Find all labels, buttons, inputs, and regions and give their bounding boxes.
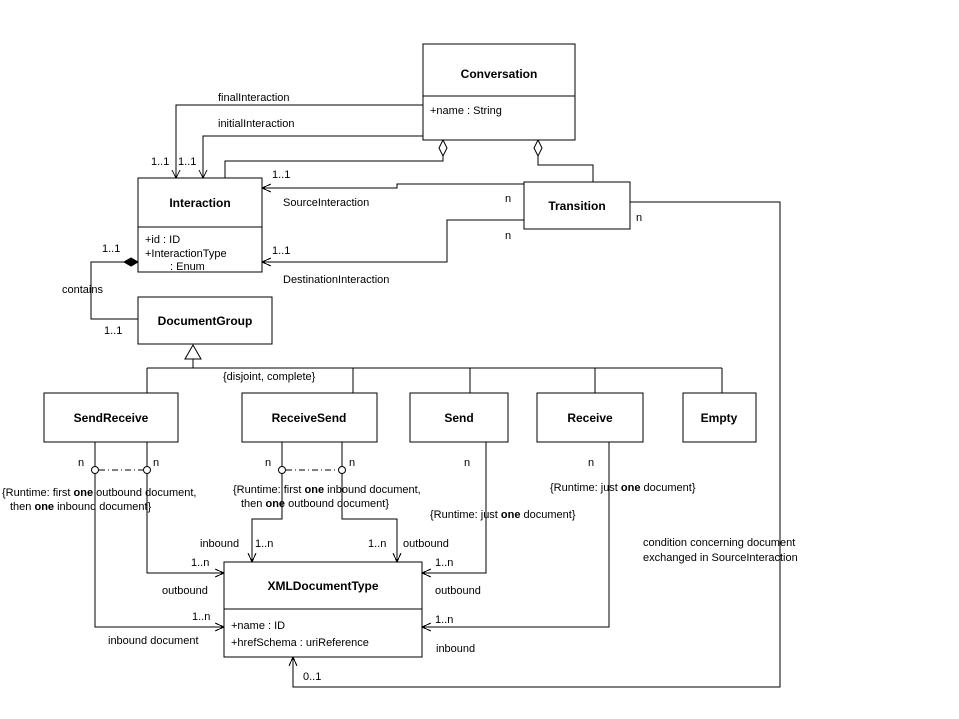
label-contains: contains	[62, 284, 103, 296]
class-interaction-box	[137, 177, 263, 273]
constraint-receive-just-one: {Runtime: just one document}	[550, 482, 696, 494]
multiplicity-contains-interaction-end: 1..1	[102, 243, 120, 255]
class-interaction-attribute-type: +InteractionType	[145, 248, 227, 260]
multiplicity-initial-interaction: 1..1	[178, 156, 196, 168]
association-initial-interaction	[198, 135, 423, 180]
class-receive-name: Receive	[567, 411, 613, 425]
multiplicity-destination-transition-end: n	[505, 230, 511, 242]
constraint-receivesend-line2: then one outbound document}	[241, 498, 389, 510]
class-empty: Empty	[682, 392, 757, 443]
class-interaction-attribute-type-cont: : Enum	[170, 261, 205, 273]
class-send-box	[409, 392, 509, 443]
association-source-interaction	[260, 183, 524, 193]
label-receivesend-outbound: outbound	[403, 538, 449, 550]
xor-circle-receivesend-left	[278, 466, 286, 474]
class-conversation-attribute: +name : String	[430, 105, 502, 117]
generalization-triangle-documentgroup	[184, 343, 202, 360]
label-send-outbound: outbound	[435, 585, 481, 597]
constraint-send-just-one: {Runtime: just one document}	[430, 509, 576, 521]
class-xmldocumenttype-attribute-href: +hrefSchema : uriReference	[231, 637, 369, 649]
constraint-sendreceive-line2: then one inbound document}	[10, 501, 152, 513]
composition-diamond-interaction	[122, 257, 140, 267]
label-sendreceive-inbound-document: inbound document	[108, 635, 199, 647]
class-xmldocumenttype: XMLDocumentType +name : ID +hrefSchema :…	[223, 561, 423, 658]
class-documentgroup: DocumentGroup	[137, 296, 273, 345]
constraint-sendreceive-line1: {Runtime: first one outbound document,	[2, 487, 196, 499]
multiplicity-sendreceive-left: n	[78, 457, 84, 469]
label-disjoint-complete: {disjoint, complete}	[223, 371, 316, 383]
multiplicity-contains-documentgroup-end: 1..1	[104, 325, 122, 337]
multiplicity-receive-inbound: 1..n	[435, 614, 453, 626]
class-interaction-name: Interaction	[169, 196, 230, 210]
class-conversation: Conversation +name : String	[422, 43, 576, 141]
aggregation-diamond-conversation-interaction	[438, 138, 448, 158]
multiplicity-sendreceive-inbound-document: 1..n	[192, 611, 210, 623]
multiplicity-destination-interaction: 1..1	[272, 245, 290, 257]
composition-interaction-documentgroup-line	[90, 261, 138, 320]
label-source-interaction: SourceInteraction	[283, 197, 369, 209]
class-conversation-name: Conversation	[461, 67, 538, 81]
label-receive-inbound: inbound	[436, 643, 475, 655]
class-documentgroup-box	[137, 296, 273, 345]
label-sendreceive-outbound: outbound	[162, 585, 208, 597]
class-empty-box	[682, 392, 757, 443]
class-interaction: Interaction +id : ID +InteractionType : …	[137, 177, 263, 273]
association-destination-interaction	[260, 219, 524, 267]
multiplicity-send-outbound: 1..n	[435, 557, 453, 569]
aggregation-diamond-conversation-transition	[533, 138, 543, 158]
multiplicity-receivesend-right: n	[349, 457, 355, 469]
multiplicity-receive: n	[588, 457, 594, 469]
multiplicity-send: n	[464, 457, 470, 469]
association-final-interaction	[171, 104, 423, 180]
multiplicity-source-transition-end: n	[505, 193, 511, 205]
class-interaction-attribute-id: +id : ID	[145, 234, 180, 246]
label-destination-interaction: DestinationInteraction	[283, 274, 389, 286]
multiplicity-sendreceive-right: n	[153, 457, 159, 469]
class-sendreceive: SendReceive	[43, 392, 179, 443]
multiplicity-xmldoc-loop: 0..1	[303, 671, 321, 683]
xor-circle-sendreceive-right	[143, 466, 151, 474]
xor-circle-receivesend-right	[338, 466, 346, 474]
note-condition-line1: condition concerning document	[643, 537, 795, 549]
label-initial-interaction: initialInteraction	[218, 118, 294, 130]
class-receivesend: ReceiveSend	[241, 392, 378, 443]
class-xmldocumenttype-name: XMLDocumentType	[267, 579, 378, 593]
class-sendreceive-name: SendReceive	[74, 411, 149, 425]
class-receivesend-box	[241, 392, 378, 443]
multiplicity-receivesend-inbound: 1..n	[255, 538, 273, 550]
multiplicity-final-interaction: 1..1	[151, 156, 169, 168]
class-xmldocumenttype-attribute-name: +name : ID	[231, 620, 285, 632]
association-receive-inbound	[420, 442, 610, 632]
class-receive: Receive	[536, 392, 644, 443]
class-receivesend-name: ReceiveSend	[272, 411, 347, 425]
aggregation-conversation-interaction-line	[224, 156, 444, 178]
aggregation-conversation-transition-line	[537, 156, 594, 182]
class-empty-name: Empty	[701, 411, 738, 425]
class-receive-box	[536, 392, 644, 443]
class-sendreceive-box	[43, 392, 179, 443]
label-final-interaction: finalInteraction	[218, 92, 290, 104]
label-receivesend-inbound: inbound	[200, 538, 239, 550]
class-conversation-box	[422, 43, 576, 141]
multiplicity-transition-loop: n	[636, 212, 642, 224]
class-documentgroup-name: DocumentGroup	[158, 314, 253, 328]
class-send-name: Send	[444, 411, 473, 425]
class-transition: Transition	[523, 181, 631, 230]
multiplicity-sendreceive-outbound: 1..n	[191, 557, 209, 569]
multiplicity-source-interaction: 1..1	[272, 169, 290, 181]
note-condition-line2: exchanged in SourceInteraction	[643, 552, 798, 564]
multiplicity-receivesend-left: n	[265, 457, 271, 469]
constraint-receivesend-line1: {Runtime: first one inbound document,	[233, 484, 421, 496]
xor-circle-sendreceive-left	[91, 466, 99, 474]
class-transition-box	[523, 181, 631, 230]
multiplicity-receivesend-outbound: 1..n	[368, 538, 386, 550]
class-transition-name: Transition	[548, 199, 605, 213]
class-send: Send	[409, 392, 509, 443]
